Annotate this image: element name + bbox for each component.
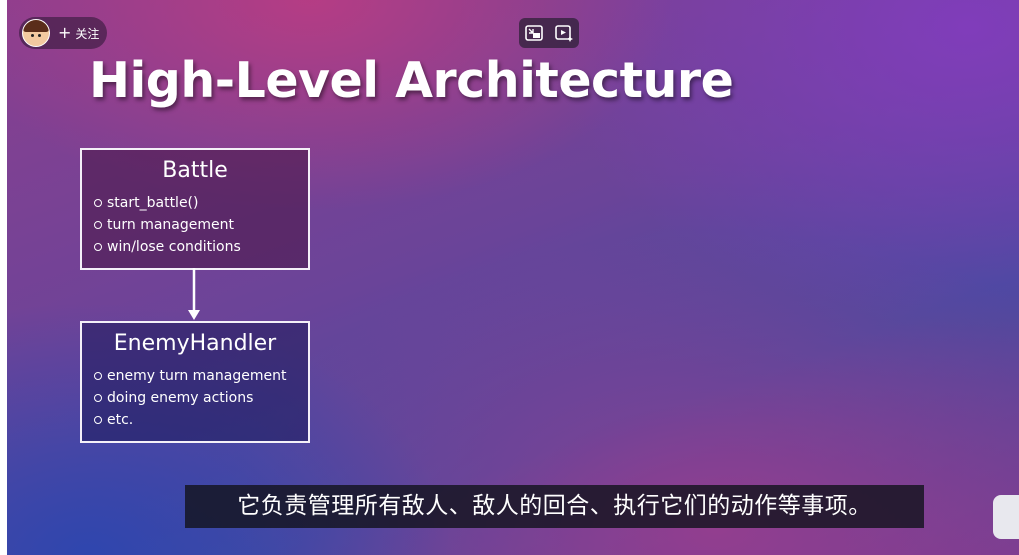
floating-action-button[interactable] — [993, 495, 1019, 539]
enemy-handler-box-title: EnemyHandler — [113, 331, 277, 356]
bullet-icon — [94, 221, 102, 229]
bullet-icon — [94, 243, 102, 251]
slide-title: High-Level Architecture — [89, 52, 734, 109]
avatar[interactable] — [22, 19, 50, 47]
list-item: win/lose conditions — [94, 236, 308, 258]
video-frame: + 关注 High-Level Architecture Battle star… — [7, 0, 1019, 555]
list-item: start_battle() — [94, 192, 308, 214]
arrow-down-icon — [188, 268, 200, 320]
list-item: enemy turn management — [94, 365, 308, 387]
bullet-icon — [94, 416, 102, 424]
bullet-icon — [94, 199, 102, 207]
plus-icon: + — [58, 23, 72, 42]
list-item: turn management — [94, 214, 308, 236]
video-controls — [519, 18, 579, 48]
bullet-icon — [94, 394, 102, 402]
picture-in-picture-icon[interactable] — [524, 23, 544, 43]
list-item: etc. — [94, 409, 308, 431]
enemy-handler-list: enemy turn management doing enemy action… — [82, 365, 308, 431]
list-item: doing enemy actions — [94, 387, 308, 409]
subtitle-caption: 它负责管理所有敌人、敌人的回合、执行它们的动作等事项。 — [185, 485, 924, 528]
enemy-handler-box: EnemyHandler enemy turn management doing… — [80, 321, 310, 443]
ai-summary-icon[interactable] — [554, 23, 574, 43]
battle-box: Battle start_battle() turn management wi… — [80, 148, 310, 270]
follow-button[interactable]: + 关注 — [19, 17, 107, 49]
battle-box-title: Battle — [162, 158, 228, 183]
battle-list: start_battle() turn management win/lose … — [82, 192, 308, 258]
follow-label: 关注 — [75, 26, 100, 41]
bullet-icon — [94, 372, 102, 380]
